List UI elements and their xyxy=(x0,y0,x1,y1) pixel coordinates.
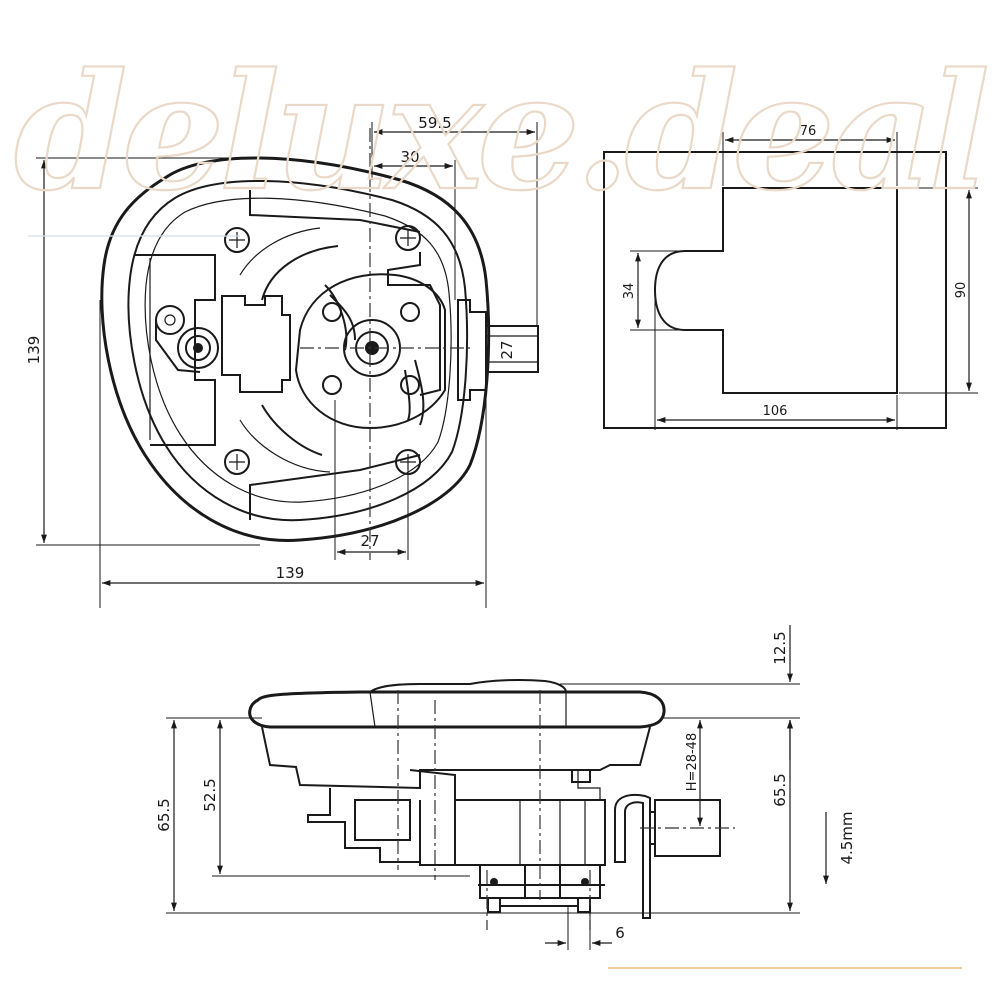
side-mech-box xyxy=(454,799,606,866)
latch-bolt xyxy=(485,325,539,373)
dim-pin-6: 6 xyxy=(615,924,625,942)
side-flange xyxy=(248,690,666,729)
dim-cutout-90: 90 xyxy=(954,282,969,299)
screw-top-right xyxy=(395,225,421,251)
lower-panel xyxy=(249,454,421,520)
dim-panel-range: H=28-48 xyxy=(685,733,700,791)
dim-cutout-34: 34 xyxy=(622,283,637,300)
dim-12-5: 12.5 xyxy=(771,631,789,664)
cutout-template: 76 106 90 34 xyxy=(603,124,978,430)
dim-52-5: 52.5 xyxy=(201,778,219,811)
dim-height-139: 139 xyxy=(25,336,43,365)
dim-travel: 4.5mm xyxy=(838,811,856,864)
upper-panel xyxy=(249,190,421,233)
dim-65-5-right: 65.5 xyxy=(771,773,789,806)
dim-cutout-76: 76 xyxy=(800,124,817,139)
actuator-block xyxy=(221,295,291,393)
panel-outline xyxy=(603,151,947,429)
side-body xyxy=(261,726,651,790)
latch-inner-outline xyxy=(127,180,469,522)
dim-27-side: 27 xyxy=(498,340,516,359)
latch-outer-outline xyxy=(100,156,491,542)
latch-housing-right xyxy=(457,299,487,401)
side-bolt-hook xyxy=(614,793,651,919)
watermark-logo: deluxe.deal xyxy=(14,38,986,226)
lock-cylinder xyxy=(155,305,219,373)
side-view-dimensions: 12.5 65.5 52.5 65.5 H=28-48 6 4.5mm xyxy=(155,625,856,950)
screw-top-left xyxy=(224,227,250,253)
left-flange xyxy=(135,254,216,446)
dim-59-5: 59.5 xyxy=(418,114,451,132)
latch-inner-ridge xyxy=(144,197,452,503)
upper-guide-arc xyxy=(261,245,339,301)
dim-27-bottom: 27 xyxy=(360,532,379,550)
top-view-latch xyxy=(100,128,539,560)
dim-30: 30 xyxy=(400,148,419,166)
dim-65-5-left: 65.5 xyxy=(155,798,173,831)
dim-width-139: 139 xyxy=(276,564,305,582)
lower-guide-arc xyxy=(261,404,323,456)
screw-bottom-left xyxy=(224,449,250,475)
right-bracket xyxy=(387,252,441,396)
dim-cutout-106: 106 xyxy=(763,404,788,419)
top-view-dimensions: 139 139 59.5 30 27 27 xyxy=(25,114,538,608)
